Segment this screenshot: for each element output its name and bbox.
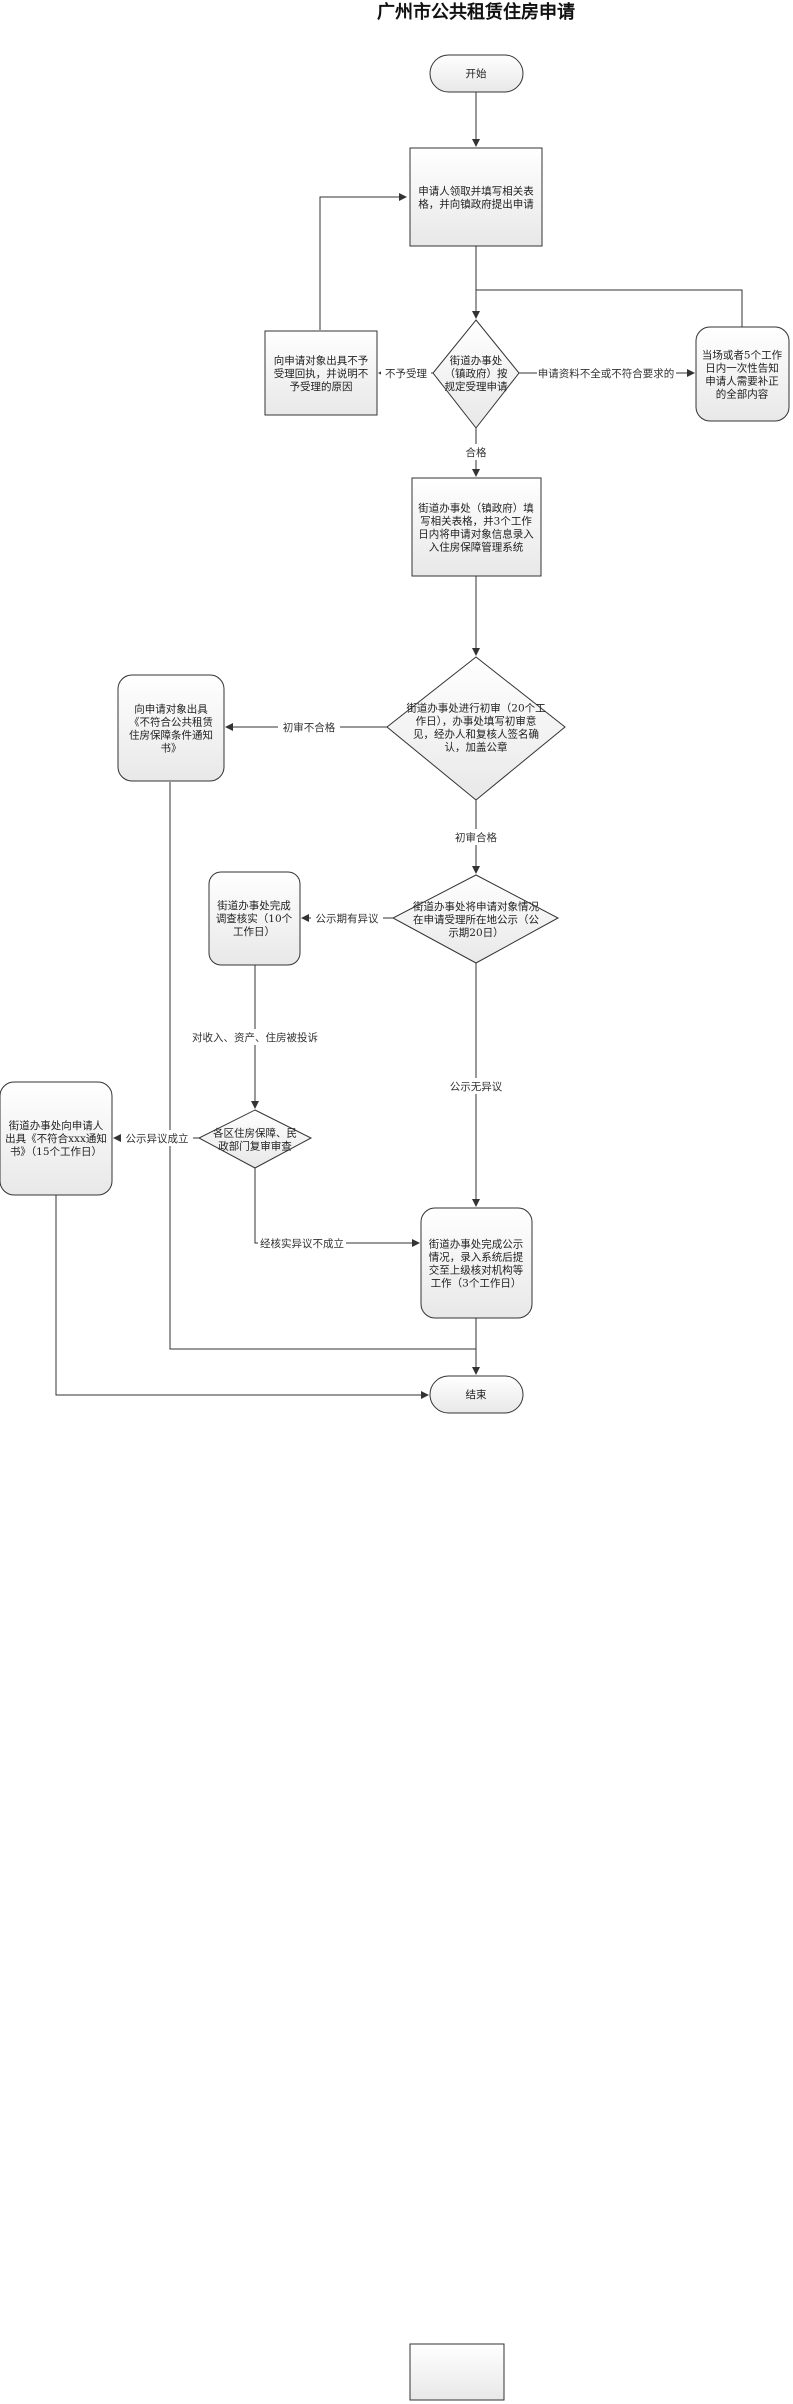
edge-reject-loop-to-apply [319,193,407,330]
node-text-line: 受理回执，并说明不 [274,367,369,380]
edge-supplement-loop [476,289,743,327]
node-text-line: 工作日） [233,926,275,938]
node-text-line: 街道办事处将申请对象情况 [413,900,539,913]
edge-review-reject-to-end [55,1195,429,1399]
node-text-line: 申请人领取并填写相关表 [418,185,534,198]
node-text-line: 书》 [161,743,182,755]
diagram-title: 广州市公共租赁住房申请 [377,1,575,23]
node-start: 开始 [429,54,524,93]
node-review-reject: 街道办事处向申请人出具《不符合xxx通知书》（15个工作日） [0,1081,113,1196]
node-text-line: 交至上级核对机构等 [429,1264,524,1277]
decision-prelim: 街道办事处进行初审（20个工作日），办事处填写初审意见，经办人和复核人签名确认，… [386,656,566,801]
node-text-line: 工作（3个工作日） [431,1278,522,1290]
label-incomplete: 申请资料不全或不符合要求的 [538,367,675,380]
node-text-line: 出具《不符合xxx通知 [5,1132,107,1145]
node-text-line: 在申请受理所在地公示（公 [413,913,539,926]
label-no-accept: 不予受理 [385,368,427,380]
node-text-line: 日内一次性告知 [705,362,779,375]
label-objection-rejected: 经核实异议不成立 [260,1237,344,1250]
node-text-line: 的全部内容 [716,388,769,401]
node-text-line: 见，经办人和复核人签名确 [413,728,539,741]
node-apply: 申请人领取并填写相关表格，并向镇政府提出申请 [409,147,543,247]
label-objection-upheld: 公示异议成立 [126,1132,189,1145]
node-text-line: 街道办事处完成 [217,899,291,912]
node-prelim-reject: 向申请对象出具《不符合公共租赁住房保障条件通知书》 [117,674,225,782]
node-text-line: 规定受理申请 [445,380,508,393]
node-reject-receipt-text: 向申请对象出具不予受理回执，并说明不予受理的原因 [274,354,369,393]
edge-review-to-complete [254,1168,420,1247]
decision-review-text: 各区住房保障、民政部门复审审查 [213,1127,297,1153]
node-investigate-text: 街道办事处完成调查核实（10个工作日） [216,899,293,938]
node-text-line: 住房保障条件通知 [129,729,213,742]
node-apply-text: 申请人领取并填写相关表格，并向镇政府提出申请 [418,185,534,211]
node-text-line: 申请人需要补正 [705,375,779,388]
node-review-reject-text: 街道办事处向申请人出具《不符合xxx通知书》（15个工作日） [5,1119,107,1158]
node-text-line: 认，加盖公章 [445,741,508,754]
node-prelim-reject-text: 向申请对象出具《不符合公共租赁住房保障条件通知书》 [129,703,213,755]
node-text-line: 街道办事处完成公示 [429,1238,524,1251]
node-register-text: 街道办事处（镇政府）填写相关表格，并3个工作日内将申请对象信息录入入住房保障管理… [418,502,534,554]
label-no-objection: 公示无异议 [450,1081,503,1093]
node-text-line: 示期20日） [448,927,503,939]
node-text-line: （镇政府）按 [445,367,508,380]
node-reject-receipt: 向申请对象出具不予受理回执，并说明不予受理的原因 [264,330,378,416]
node-text-line: 街道办事处（镇政府）填 [418,502,534,515]
node-end-text: 结束 [466,1388,487,1401]
node-text-line: 街道办事处向申请人 [9,1119,104,1132]
node-text-line: 向申请对象出具不予 [274,354,369,367]
node-register: 街道办事处（镇政府）填写相关表格，并3个工作日内将申请对象信息录入入住房保障管理… [411,477,542,577]
decision-publicize-text: 街道办事处将申请对象情况在申请受理所在地公示（公示期20日） [413,900,539,939]
node-text-line: 街道办事处 [450,354,503,367]
node-complete: 街道办事处完成公示情况，录入系统后提交至上级核对机构等工作（3个工作日） [420,1207,533,1319]
node-text-line: 日内将申请对象信息录入 [418,528,534,541]
node-end: 结束 [429,1375,524,1414]
edge-labels: 不予受理 申请资料不全或不符合要求的 合格 初审不合格 初审合格 公示期有异议 … [121,365,676,1251]
decision-prelim-text: 街道办事处进行初审（20个工作日），办事处填写初审意见，经办人和复核人签名确认，… [406,702,545,754]
node-text-line: 当场或者5个工作 [702,349,783,362]
node-text-line: 开始 [466,67,487,80]
label-qualified: 合格 [466,446,487,459]
edge-prelim-reject-to-end [169,782,476,1350]
node-text-line: 《不符合公共租赁 [129,716,213,729]
decision-accept: 街道办事处（镇政府）按规定受理申请 [432,319,520,429]
node-text-line: 书》（15个工作日） [10,1146,102,1158]
node-supplement: 当场或者5个工作日内一次性告知申请人需要补正的全部内容 [695,326,790,422]
node-text-line: 向申请对象出具 [134,703,208,716]
node-text-line: 调查核实（10个 [216,912,293,925]
empty-box [409,2343,505,2401]
node-supplement-text: 当场或者5个工作日内一次性告知申请人需要补正的全部内容 [702,349,783,401]
node-start-text: 开始 [466,67,487,80]
node-text-line: 格，并向镇政府提出申请 [418,198,534,211]
label-prelim-pass: 初审合格 [455,831,497,844]
node-complete-text: 街道办事处完成公示情况，录入系统后提交至上级核对机构等工作（3个工作日） [429,1238,524,1290]
node-investigate: 街道办事处完成调查核实（10个工作日） [208,871,301,966]
node-text-line: 街道办事处进行初审（20个工 [406,702,545,715]
node-text-line: 入住房保障管理系统 [429,541,524,554]
node-text-line: 政部门复审审查 [218,1140,292,1153]
node-text-line: 作日），办事处填写初审意 [416,715,537,728]
label-complaint: 对收入、资产、住房被投诉 [192,1031,318,1044]
label-prelim-fail: 初审不合格 [283,721,336,734]
node-text-line: 各区住房保障、民 [213,1127,297,1140]
decision-review: 各区住房保障、民政部门复审审查 [197,1109,313,1169]
node-text-line: 结束 [466,1388,487,1401]
node-text-line: 情况，录入系统后提 [429,1251,524,1264]
decision-accept-text: 街道办事处（镇政府）按规定受理申请 [445,354,508,393]
node-text-line: 予受理的原因 [290,380,353,393]
node-text-line: 写相关表格，并3个工作 [420,515,532,528]
label-objection: 公示期有异议 [316,912,379,925]
decision-publicize: 街道办事处将申请对象情况在申请受理所在地公示（公示期20日） [391,874,560,964]
